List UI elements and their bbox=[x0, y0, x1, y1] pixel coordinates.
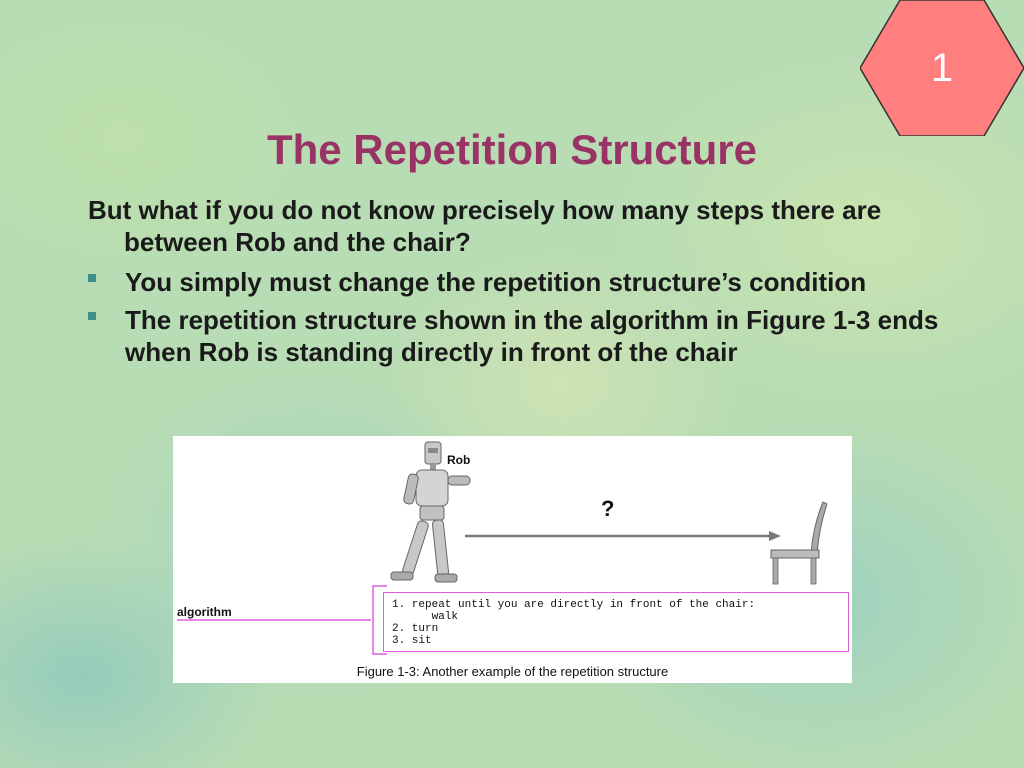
question-mark-label: ? bbox=[601, 496, 615, 521]
algorithm-connector bbox=[177, 585, 387, 655]
slide-number-badge: 1 bbox=[860, 0, 1024, 136]
algorithm-box bbox=[383, 592, 849, 652]
rob-label: Rob bbox=[447, 453, 471, 467]
arrow-right-icon bbox=[465, 531, 781, 541]
figure-1-3: Rob ? algorithm 1. repeat until you are … bbox=[173, 436, 852, 683]
algorithm-step-2: 2. turn bbox=[392, 623, 439, 635]
intro-paragraph: But what if you do not know precisely ho… bbox=[88, 195, 882, 257]
bullet-text: The repetition structure shown in the al… bbox=[125, 305, 939, 367]
slide-number: 1 bbox=[930, 46, 954, 90]
bullet-item-2: The repetition structure shown in the al… bbox=[88, 304, 968, 368]
square-bullet-icon bbox=[88, 312, 96, 320]
square-bullet-icon bbox=[88, 274, 96, 282]
figure-caption: Figure 1-3: Another example of the repet… bbox=[356, 664, 669, 679]
bullet-text: You simply must change the repetition st… bbox=[125, 267, 867, 297]
algorithm-label: algorithm bbox=[177, 605, 232, 619]
algorithm-step-3: 3. sit bbox=[392, 635, 432, 647]
algorithm-step-1: 1. repeat until you are directly in fron… bbox=[392, 599, 756, 611]
algorithm-step-1-substep: walk bbox=[392, 611, 459, 623]
chair-icon bbox=[770, 501, 828, 585]
bullet-item-1: You simply must change the repetition st… bbox=[88, 266, 968, 298]
figure-illustration bbox=[177, 441, 828, 655]
hexagon-shape bbox=[860, 0, 1024, 136]
slide-title: The Repetition Structure bbox=[266, 126, 758, 173]
robot-icon bbox=[390, 441, 471, 583]
